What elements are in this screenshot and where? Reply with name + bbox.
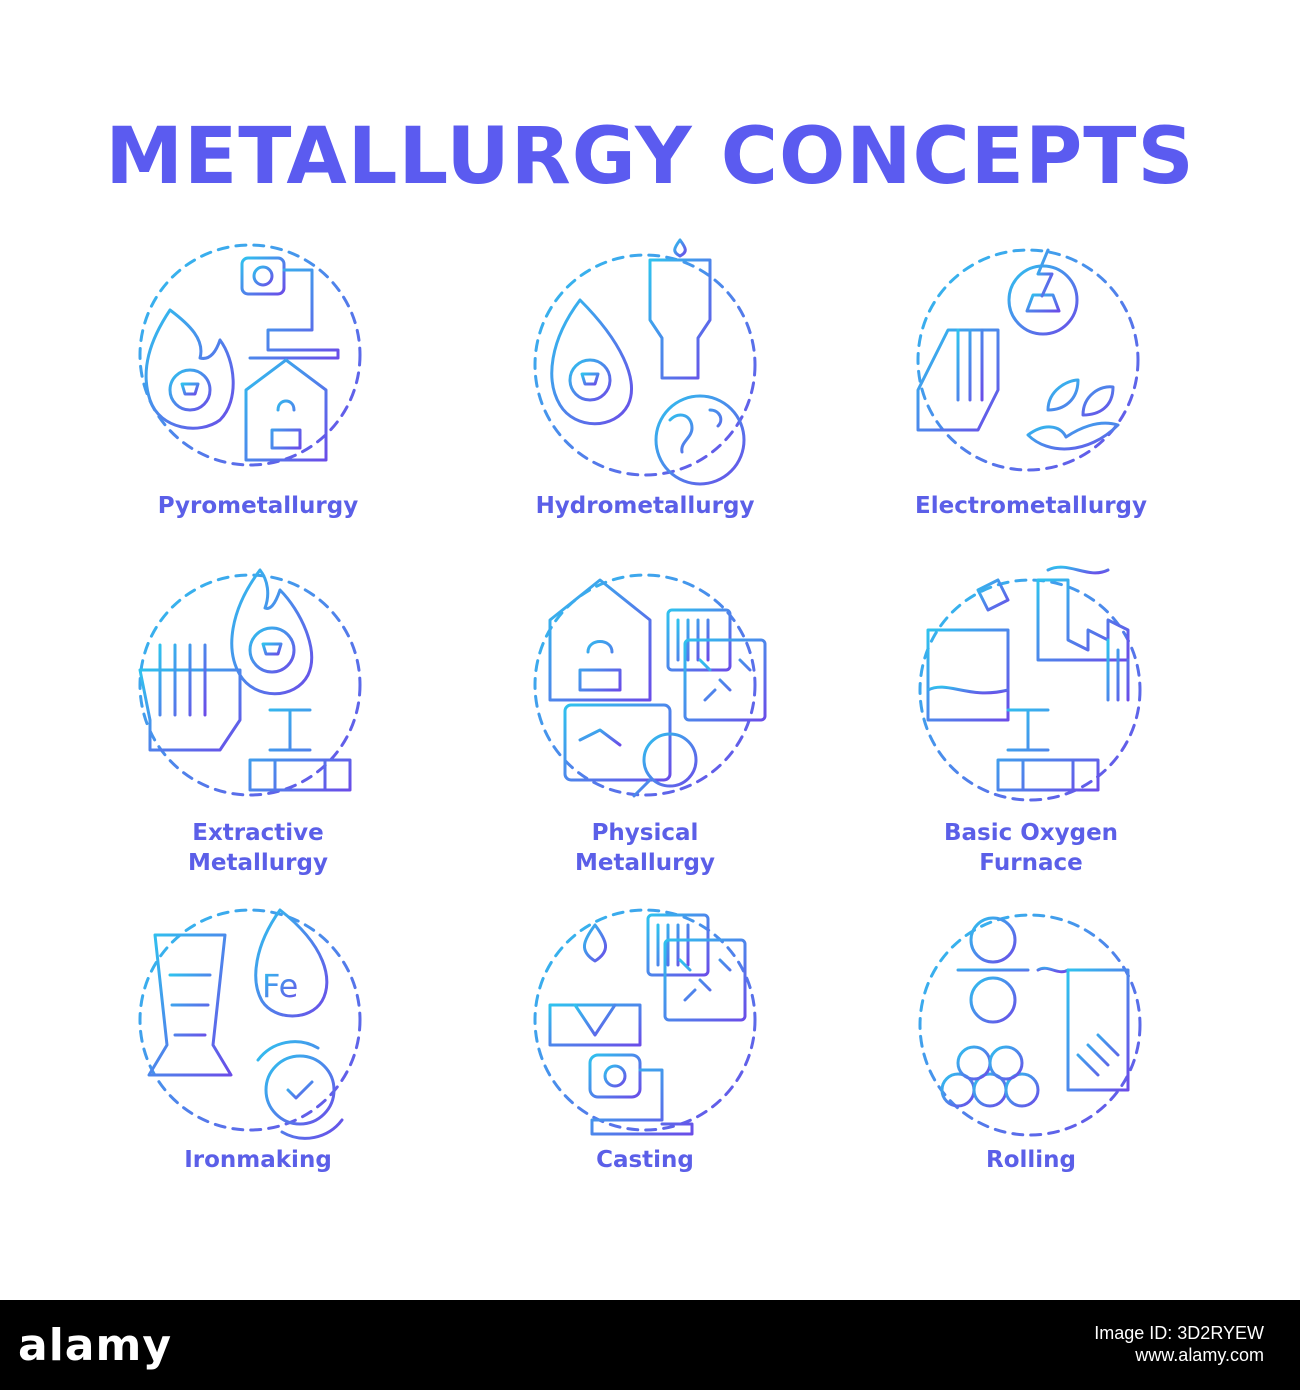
footer-image-info: Image ID: 3D2RYEW www.alamy.com	[1094, 1322, 1264, 1366]
concept-label-electrometallurgy: Electrometallurgy	[915, 493, 1147, 519]
hydrometallurgy-icon	[533, 238, 757, 486]
extractive-metallurgy-icon	[138, 568, 362, 797]
footer-brand-logo: alamy	[18, 1320, 172, 1371]
concept-label-hydrometallurgy: Hydrometallurgy	[535, 493, 755, 519]
ironmaking-icon: Fe	[138, 903, 362, 1140]
physical-metallurgy-icon	[533, 573, 767, 798]
footer-bar: alamy Image ID: 3D2RYEW www.alamy.com	[0, 1300, 1300, 1390]
pyrometallurgy-icon	[138, 243, 362, 467]
concept-label-casting: Casting	[596, 1147, 694, 1173]
concept-label-rolling: Rolling	[985, 1147, 1076, 1173]
rolling-icon	[918, 913, 1142, 1137]
concept-label-basic-oxygen-furnace: Basic Oxygen Furnace	[943, 820, 1119, 876]
concept-label-ironmaking: Ironmaking	[184, 1147, 332, 1173]
basic-oxygen-furnace-icon	[918, 565, 1142, 802]
electrometallurgy-icon	[916, 248, 1140, 472]
concept-label-physical-metallurgy: Physical Metallurgy	[575, 820, 715, 876]
concept-label-pyrometallurgy: Pyrometallurgy	[157, 493, 359, 519]
footer-site: www.alamy.com	[1135, 1345, 1264, 1365]
footer-image-id: Image ID: 3D2RYEW	[1094, 1323, 1264, 1343]
fe-symbol: Fe	[262, 967, 298, 1005]
casting-icon	[533, 908, 757, 1136]
concept-label-extractive-metallurgy: Extractive Metallurgy	[188, 820, 328, 876]
page-title: METALLURGY CONCEPTS	[105, 112, 1195, 202]
